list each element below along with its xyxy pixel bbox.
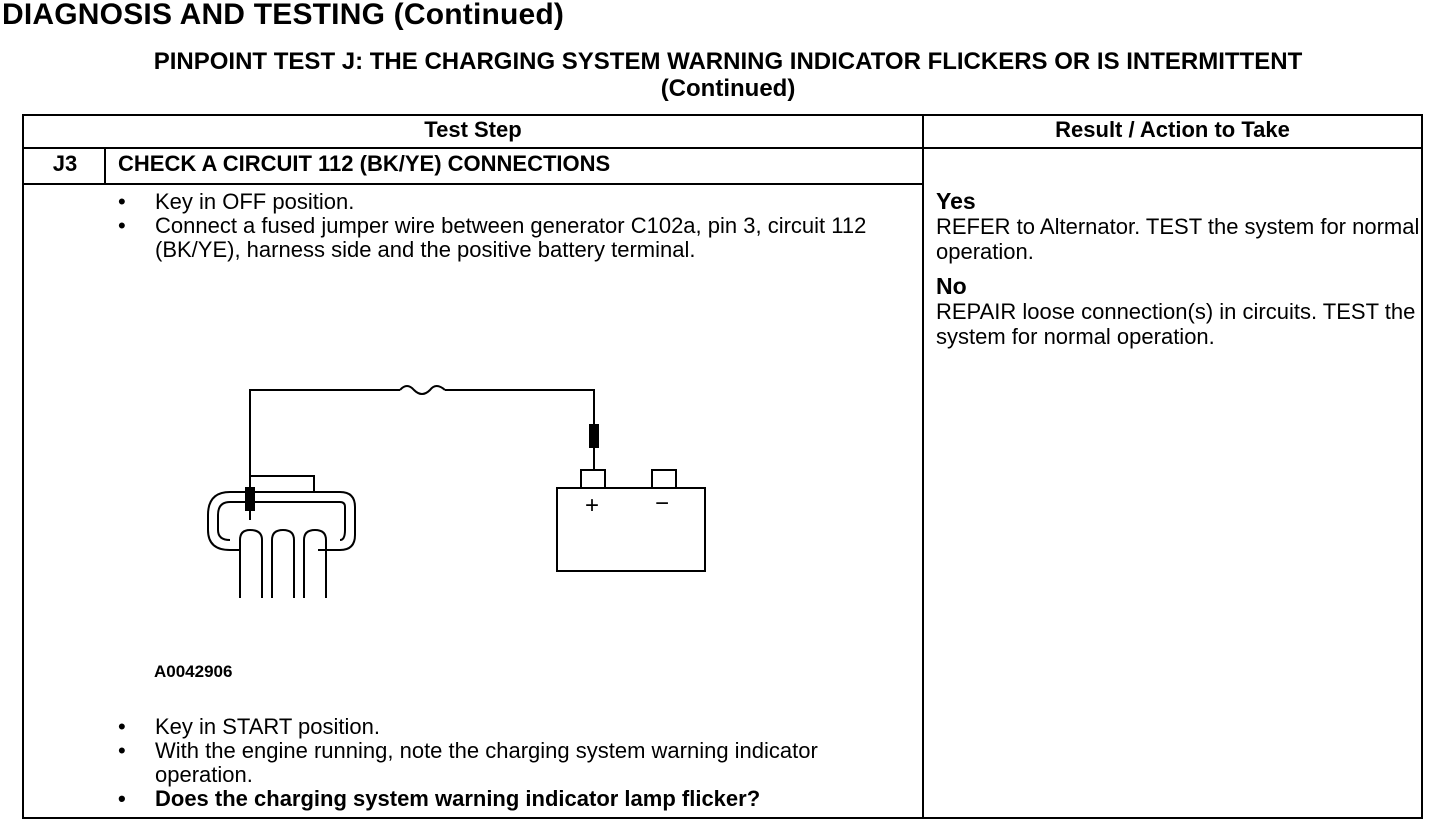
bullet-icon: • [118, 213, 126, 238]
list-item: • Key in OFF position. [118, 189, 895, 214]
bullet-icon: • [118, 738, 126, 763]
test-table [22, 114, 1423, 819]
list-item: • Key in START position. [118, 714, 895, 739]
instruction-text: Connect a fused jumper wire between gene… [155, 213, 867, 262]
step-title: CHECK A CIRCUIT 112 (BK/YE) CONNECTIONS [118, 151, 611, 176]
step-title-divider [22, 183, 923, 185]
step-question: Does the charging system warning indicat… [155, 786, 761, 811]
battery-icon [556, 469, 706, 572]
result-yes-text: REFER to Alternator. TEST the system for… [936, 214, 1420, 264]
step-id: J3 [52, 151, 78, 176]
jumper-wire-diagram: + − [207, 385, 706, 598]
fuse-icon [399, 385, 446, 395]
battery-negative-label: − [655, 490, 669, 517]
bullet-icon: • [118, 189, 126, 214]
result-no-text: REPAIR loose connection(s) in circuits. … [936, 299, 1416, 349]
header-divider [22, 147, 1423, 149]
pinpoint-test-title-line1: PINPOINT TEST J: THE CHARGING SYSTEM WAR… [153, 48, 1303, 75]
list-item: • Does the charging system warning indica… [118, 786, 895, 811]
list-item: • Connect a fused jumper wire between gen… [118, 213, 875, 262]
column-divider [922, 114, 924, 819]
jumper-wire [249, 389, 400, 488]
page-title: DIAGNOSIS AND TESTING (Continued) [2, 0, 565, 31]
instruction-text: Key in OFF position. [155, 189, 355, 214]
pinpoint-test-title-line2: (Continued) [660, 75, 796, 102]
instruction-text: With the engine running, note the chargi… [155, 738, 818, 787]
jumper-wire [445, 389, 595, 425]
list-item: • With the engine running, note the charg… [118, 738, 855, 787]
pinpoint-test-title: PINPOINT TEST J: THE CHARGING SYSTEM WAR… [0, 48, 1456, 102]
step-instructions-bottom: • Key in START position. • With the engine… [118, 714, 895, 811]
figure-id: A0042906 [154, 662, 233, 681]
generator-connector [207, 475, 356, 598]
step-instructions-top: • Key in OFF position. • Connect a fused j… [118, 189, 895, 262]
result-no-label: No [936, 273, 967, 299]
bullet-icon: • [118, 714, 126, 739]
step-id-divider [104, 148, 106, 184]
header-test-step: Test Step [424, 117, 522, 142]
header-result-action: Result / Action to Take [1055, 117, 1290, 142]
result-yes-label: Yes [936, 188, 976, 214]
instruction-text: Key in START position. [155, 714, 380, 739]
battery-positive-label: + [585, 492, 599, 519]
bullet-icon: • [118, 786, 126, 811]
battery-probe [589, 424, 599, 448]
